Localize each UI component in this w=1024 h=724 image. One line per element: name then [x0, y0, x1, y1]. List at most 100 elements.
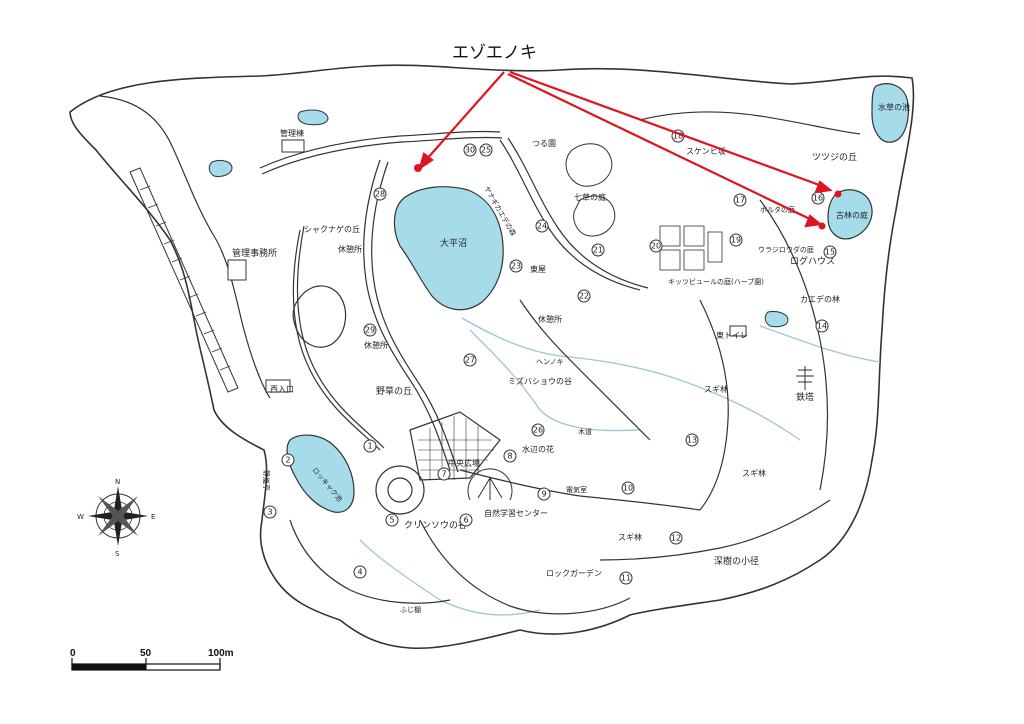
marker-15: 15 [823, 245, 837, 259]
compass-west: W [77, 513, 84, 521]
marker-circle [577, 289, 591, 303]
marker-circle [463, 353, 477, 367]
label-nogusa-hill: 野草の丘 [376, 385, 412, 397]
marker-number: 25 [481, 146, 491, 155]
shichikusa-garden-beds [565, 143, 616, 237]
label-borufu-garden: ボルタの庭 [760, 205, 795, 214]
marker-number: 12 [671, 534, 681, 543]
marker-circle [503, 449, 517, 463]
marker-26: 26 [531, 423, 545, 437]
marker-circle [463, 143, 477, 157]
label-shakunage-hill: シャクナゲの丘 [304, 224, 360, 234]
rokkyaku-pond [286, 434, 355, 513]
marker-13: 13 [685, 433, 699, 447]
marker-27: 27 [463, 353, 477, 367]
central-plaza [409, 411, 501, 481]
compass-rose: N S E W [77, 478, 155, 558]
marker-4: 4 [353, 565, 367, 579]
marker-circle [363, 323, 377, 337]
marker-number: 20 [651, 242, 661, 251]
marker-number: 27 [465, 356, 475, 365]
label-kyukei-hall: 西入口 [270, 385, 294, 394]
label-log-house: ログハウス [790, 255, 835, 267]
arrow-to-east-tree-1 [509, 70, 823, 188]
marker-12: 12 [669, 531, 683, 545]
marker-number: 15 [825, 248, 835, 257]
marker-circle [363, 439, 377, 453]
marker-1: 1 [363, 439, 377, 453]
marker-21: 21 [591, 243, 605, 257]
road-network [259, 111, 861, 615]
marker-19: 19 [729, 233, 743, 247]
marker-number: 14 [817, 322, 827, 331]
label-deep-path: 深樹の小径 [714, 555, 759, 567]
marker-number: 4 [357, 568, 362, 577]
marker-circle [385, 513, 399, 527]
marker-circle [729, 233, 743, 247]
marker-circle [823, 245, 837, 259]
marker-11: 11 [619, 571, 633, 585]
label-tsuru-garden: つる園 [532, 139, 556, 148]
marker-circle [621, 481, 635, 495]
arrowhead-east-2 [804, 214, 823, 228]
arrowhead-west [418, 152, 434, 171]
marker-number: 2 [285, 456, 290, 465]
marker-circle [591, 243, 605, 257]
small-pond-e [764, 311, 789, 328]
marker-circle [373, 187, 387, 201]
label-mizube-garden: 水辺の花 [522, 444, 554, 454]
label-rest-area-1: 休憩所 [338, 244, 362, 254]
streams [359, 317, 881, 616]
marker-16: 16 [811, 191, 825, 205]
marker-number: 18 [673, 132, 683, 141]
marker-9: 9 [537, 487, 551, 501]
marker-circle [537, 487, 551, 501]
marker-circle [479, 143, 493, 157]
compass-south: S [115, 550, 120, 558]
marker-7: 7 [437, 467, 451, 481]
marker-number: 30 [465, 146, 475, 155]
scale-tick-0: 0 [70, 648, 76, 659]
label-kaede-forest: カエデの林 [800, 294, 840, 304]
label-tower: 鉄塔 [796, 391, 814, 403]
marker-number: 16 [813, 194, 823, 203]
ezo-enoki-marker-east-2 [818, 222, 826, 230]
scale-tick-50: 50 [140, 648, 152, 659]
small-pond-w [208, 159, 233, 177]
label-sugi-3: スギ林 [618, 532, 642, 542]
label-azumaya: 東屋 [530, 264, 546, 274]
marker-number: 28 [375, 190, 385, 199]
marker-14: 14 [815, 319, 829, 333]
marker-circle [535, 219, 549, 233]
marker-22: 22 [577, 289, 591, 303]
label-kohayashi-garden: 古林の庭 [836, 210, 868, 220]
marker-circle [733, 193, 747, 207]
label-sukagawa-hill: スケンヒ坂 [686, 146, 726, 156]
outer-road-left [99, 95, 271, 399]
marker-circle [459, 513, 473, 527]
mizukusa-pond [871, 83, 909, 143]
marker-25: 25 [479, 143, 493, 157]
label-denki: 電気室 [566, 485, 587, 494]
marker-17: 17 [733, 193, 747, 207]
compass-east: E [151, 513, 155, 521]
marker-number: 17 [735, 196, 745, 205]
marker-number: 26 [533, 426, 543, 435]
marker-circle [509, 259, 523, 273]
parking-strip [129, 167, 239, 393]
label-east-toilet: 東トイレ [716, 330, 748, 340]
marker-circle [815, 319, 829, 333]
label-hensonoki: ヘンノキ [536, 358, 564, 366]
scale-tick-100: 100m [208, 648, 234, 659]
parking-stripes [139, 185, 231, 371]
marker-number: 1 [367, 442, 372, 451]
marker-circle [619, 571, 633, 585]
label-management-station: 管理事務所 [232, 247, 277, 259]
marker-6: 6 [459, 513, 473, 527]
label-tsutsuji-hill: ツツジの丘 [812, 152, 857, 163]
marker-circle [649, 239, 663, 253]
marker-circle [353, 565, 367, 579]
label-rest-area-3: 休憩所 [364, 340, 388, 350]
label-urajiro-garden: ウラジロウダの庭 [758, 245, 814, 254]
